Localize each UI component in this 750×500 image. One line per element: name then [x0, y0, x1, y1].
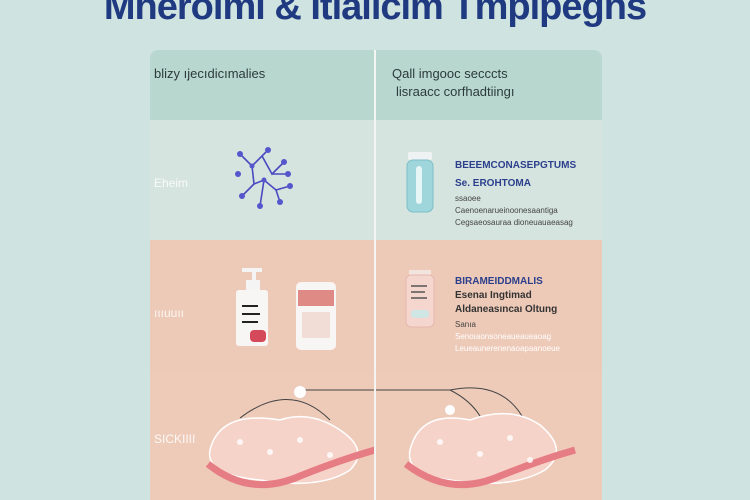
molecule-icon — [235, 147, 293, 209]
vial-icon — [406, 152, 434, 213]
row-label: Eheim — [154, 176, 189, 190]
row-1-small-1: ssaoee — [455, 194, 481, 203]
page-title: Mheroimi & Itlaiicim Tmpipegns — [103, 0, 647, 28]
label-bottle-icon — [405, 270, 435, 328]
column-divider — [374, 50, 376, 500]
header-row: blizy ıjecıdicımalies Qall imgooc seccct… — [150, 50, 602, 120]
row-2-small-3: Leueaunerenenaoapaanoeue — [455, 344, 560, 353]
header-left: blizy ıjecıdicımalies — [154, 66, 266, 81]
header-right-2: lisraacc corfhadtiingı — [396, 84, 515, 99]
header-right-1: Qall imgooc secccts — [392, 66, 508, 81]
skin-layer-illustration — [205, 386, 576, 489]
row-1-title-1: BEEEMCONASEPGTUMS — [455, 160, 577, 171]
row-1-small-2: Caenoenarueinoonesaantiga — [455, 206, 558, 215]
row-label: ıııuuıı — [154, 306, 185, 320]
row-label: SICKIIII — [154, 432, 196, 446]
row-1-small-3: Cegsaeosauraa dioneuauaeasag — [455, 218, 573, 227]
row-2-title-2: Esenaı Ingtimad — [455, 290, 532, 301]
row-2-title-3: Aldaneasıncaı Oltung — [455, 304, 558, 315]
pump-bottle-icon — [236, 268, 268, 346]
row-2-small-2: Senoıaonsoneaueaueaoag — [455, 332, 552, 341]
row-1-title-2: Se. EROHTOMA — [455, 178, 531, 189]
row-2-small-1: Sanıa — [455, 320, 476, 329]
row-3: SICKIIII — [150, 370, 602, 500]
row-1: Eheim BEEEMCONASEPGTUMS Se. EROHTOMA ssa… — [150, 120, 602, 240]
row-2: ıııuuıı BIRAMEIDDMALIS Esenaı Ingtimad A… — [150, 240, 602, 370]
jar-icon — [296, 282, 336, 350]
row-2-title-1: BIRAMEIDDMALIS — [455, 276, 543, 287]
comparison-panel: blizy ıjecıdicımalies Qall imgooc seccct… — [150, 50, 602, 500]
